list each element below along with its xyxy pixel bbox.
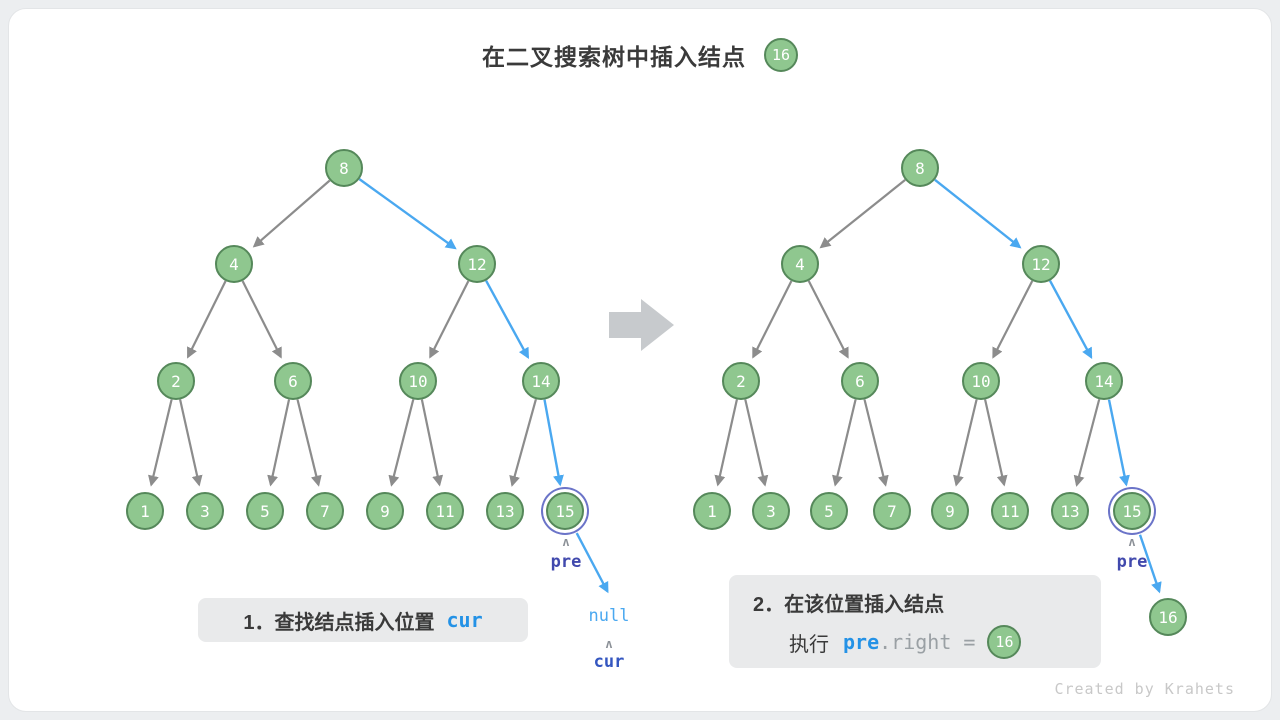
left-node-6: 6 bbox=[274, 362, 312, 400]
caption-step2-line1: 2．在该位置插入结点 bbox=[753, 594, 945, 616]
caption-step2-line2: 执行 pre .right = 16 bbox=[789, 625, 1101, 659]
caret-up-icon: ʌ bbox=[605, 637, 613, 651]
left-node-10: 10 bbox=[399, 362, 437, 400]
left-node-11: 11 bbox=[426, 492, 464, 530]
left-node-2: 2 bbox=[157, 362, 195, 400]
right-node-15-highlighted: 15 bbox=[1113, 492, 1151, 530]
title-node-16: 16 bbox=[764, 38, 798, 72]
title-row: 在二叉搜索树中插入结点 16 bbox=[0, 38, 1280, 72]
left-node-5: 5 bbox=[246, 492, 284, 530]
right-node-14: 14 bbox=[1085, 362, 1123, 400]
right-node-6: 6 bbox=[841, 362, 879, 400]
right-node-12: 12 bbox=[1022, 245, 1060, 283]
right-node-5: 5 bbox=[810, 492, 848, 530]
page-title: 在二叉搜索树中插入结点 bbox=[482, 44, 746, 70]
caret-up-icon: ʌ bbox=[562, 535, 570, 549]
caption-step1-text: 1．查找结点插入位置 bbox=[243, 611, 435, 634]
right-node-16-inserted: 16 bbox=[1149, 598, 1187, 636]
left-node-1: 1 bbox=[126, 492, 164, 530]
watermark: Created by Krahets bbox=[1054, 680, 1235, 698]
right-node-13: 13 bbox=[1051, 492, 1089, 530]
left-node-13: 13 bbox=[486, 492, 524, 530]
pre-label-left: pre bbox=[550, 552, 582, 572]
right-node-2: 2 bbox=[722, 362, 760, 400]
left-node-9: 9 bbox=[366, 492, 404, 530]
right-node-10: 10 bbox=[962, 362, 1000, 400]
left-node-12: 12 bbox=[458, 245, 496, 283]
pre-label-right: pre bbox=[1116, 552, 1148, 572]
right-node-3: 3 bbox=[752, 492, 790, 530]
caption-step1-code-cur: cur bbox=[446, 608, 483, 632]
caption-step1: 1．查找结点插入位置 cur bbox=[198, 598, 528, 642]
caption-step2-node-16: 16 bbox=[987, 625, 1022, 659]
right-node-8: 8 bbox=[901, 149, 939, 187]
right-node-11: 11 bbox=[991, 492, 1029, 530]
left-node-14: 14 bbox=[522, 362, 560, 400]
left-node-15-highlighted: 15 bbox=[546, 492, 584, 530]
left-node-4: 4 bbox=[215, 245, 253, 283]
caption-step2: 2．在该位置插入结点 执行 pre .right = 16 bbox=[729, 575, 1101, 668]
right-node-7: 7 bbox=[873, 492, 911, 530]
caption-step2-exec: 执行 bbox=[789, 633, 829, 656]
right-node-1: 1 bbox=[693, 492, 731, 530]
left-node-7: 7 bbox=[306, 492, 344, 530]
right-node-4: 4 bbox=[781, 245, 819, 283]
left-node-8: 8 bbox=[325, 149, 363, 187]
right-node-9: 9 bbox=[931, 492, 969, 530]
caption-step2-code-rest: .right = bbox=[879, 630, 976, 654]
left-node-3: 3 bbox=[186, 492, 224, 530]
null-label: null bbox=[588, 606, 630, 626]
caret-up-icon: ʌ bbox=[1128, 535, 1136, 549]
cur-label: cur bbox=[593, 652, 625, 672]
caption-step2-code-pre: pre bbox=[843, 630, 880, 654]
